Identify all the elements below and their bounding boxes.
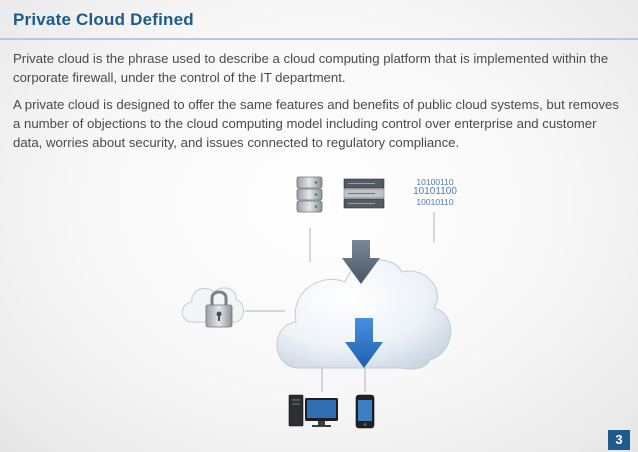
smartphone-icon — [355, 394, 375, 429]
arrow-down-icon — [345, 318, 383, 368]
paragraph-benefits: A private cloud is designed to offer the… — [13, 97, 619, 150]
binary-line: 10101100 — [413, 186, 457, 197]
database-icon — [296, 176, 323, 213]
cloud-lock-icon — [181, 287, 244, 328]
desktop-computer-icon — [288, 394, 338, 427]
slide-title: Private Cloud Defined — [13, 10, 194, 29]
private-cloud-icon — [276, 259, 452, 370]
paragraph-definition: Private cloud is the phrase used to desc… — [13, 51, 609, 85]
binary-line: 10010110 — [416, 197, 454, 207]
title-divider — [0, 38, 638, 40]
server-rack-icon — [343, 178, 385, 209]
binary-line: 10100110 — [416, 177, 454, 187]
arrow-down-icon — [342, 240, 380, 284]
page-number-badge: 3 — [608, 430, 630, 450]
